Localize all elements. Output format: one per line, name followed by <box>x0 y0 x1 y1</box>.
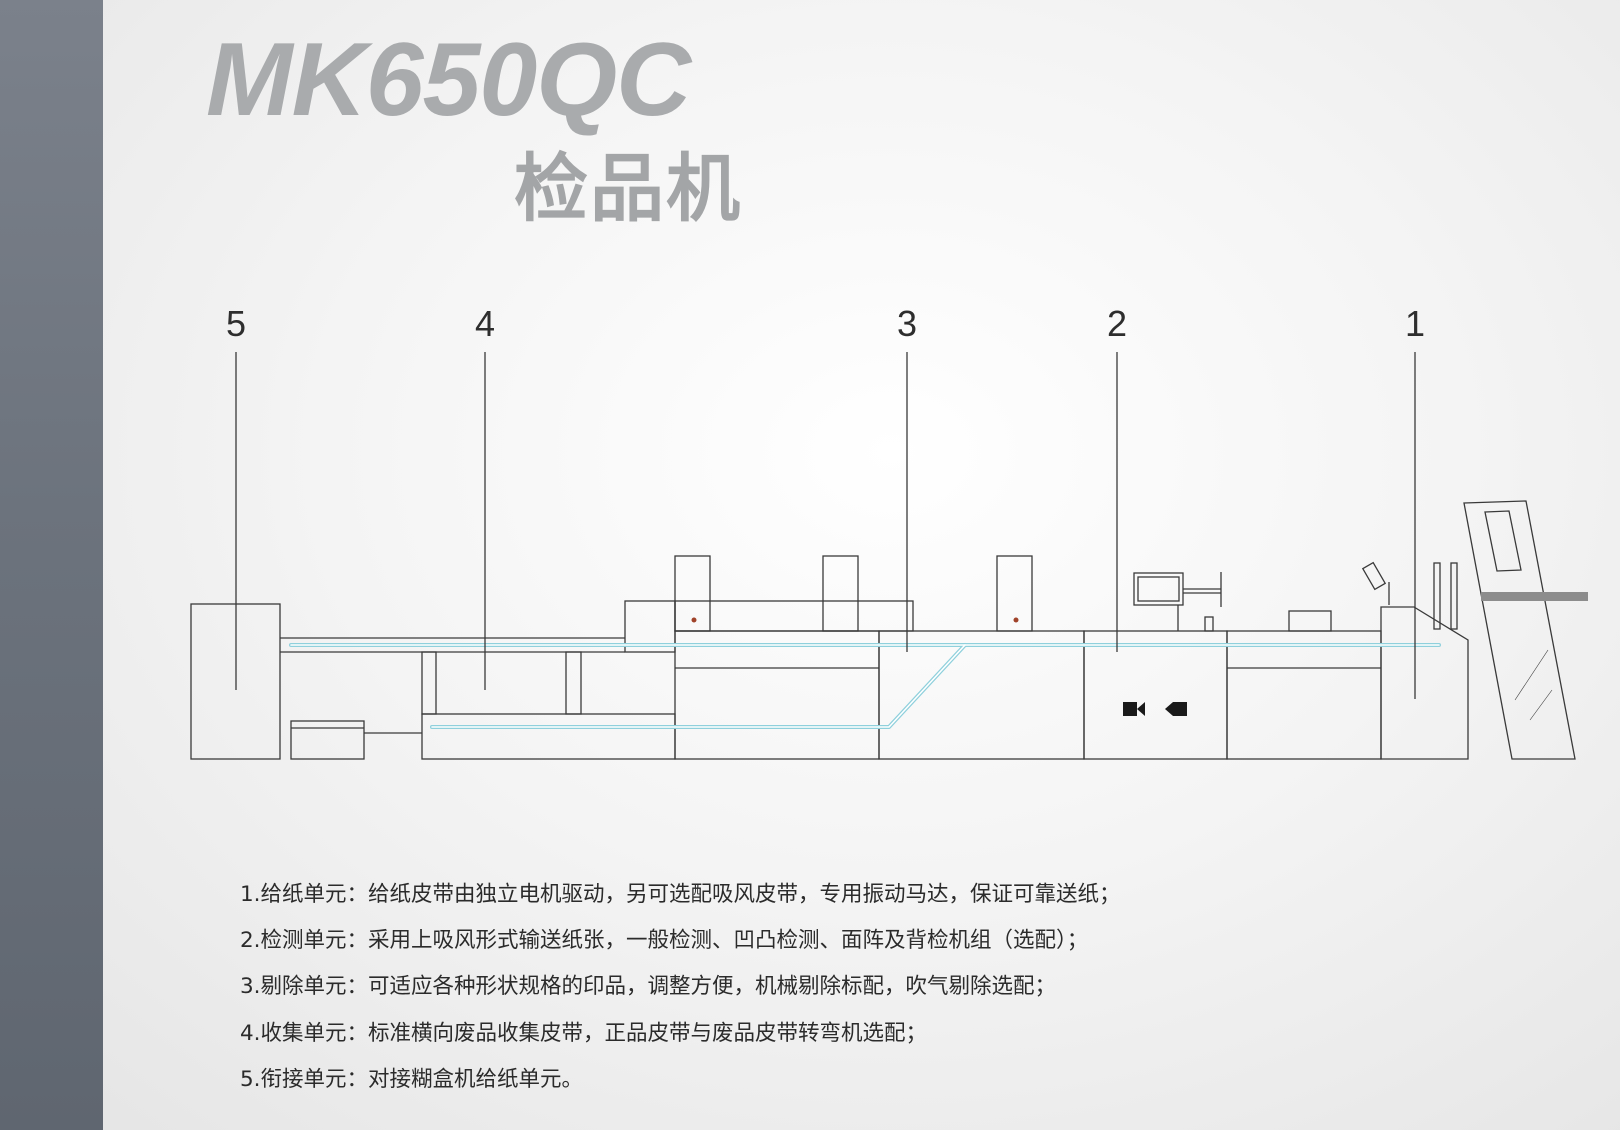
unit-text: 对接糊盒机给纸单元。 <box>368 1066 584 1092</box>
side-bar <box>0 0 103 1130</box>
unit-number: 5. <box>240 1066 261 1092</box>
indicator-lamp <box>691 617 697 623</box>
unit-description-list: 1.给纸单元：给纸皮带由独立电机驱动，另可选配吸风皮带，专用振动马达，保证可靠送… <box>240 872 1121 1103</box>
indicator-lamp <box>1013 617 1019 623</box>
inspection-unit <box>1083 630 1228 760</box>
feeder-side-bar <box>1481 592 1588 601</box>
control-panel <box>1133 572 1184 606</box>
unit-name: 剔除单元： <box>260 974 369 1000</box>
unit-description: 5.衔接单元：对接糊盒机给纸单元。 <box>240 1057 1121 1103</box>
unit-name: 给纸单元： <box>260 882 369 907</box>
unit-number: 4. <box>240 1020 261 1046</box>
unit-number: 1. <box>240 882 261 907</box>
camera-icon <box>1165 702 1187 716</box>
callout-5: 5 <box>225 303 247 344</box>
unit-number: 2. <box>240 928 261 954</box>
product-name: 检品机 <box>514 146 742 232</box>
unit-text: 给纸皮带由独立电机驱动，另可选配吸风皮带，专用振动马达，保证可靠送纸； <box>368 882 1121 907</box>
callout-1: 1 <box>1404 303 1426 344</box>
unit-text: 标准横向废品收集皮带，正品皮带与废品皮带转弯机选配； <box>368 1020 928 1046</box>
unit-name: 检测单元： <box>260 928 369 954</box>
rejection-frame <box>674 630 880 760</box>
callout-4: 4 <box>474 303 496 344</box>
unit-name: 衔接单元： <box>260 1066 369 1092</box>
unit-text: 可适应各种形状规格的印品，调整方便，机械剔除标配，吹气剔除选配； <box>368 974 1057 1000</box>
collection-unit <box>421 713 676 760</box>
callout-3: 3 <box>896 303 918 344</box>
reject-belt <box>430 643 967 729</box>
unit-text: 采用上吸风形式输送纸张，一般检测、凹凸检测、面阵及背检机组（选配）； <box>368 928 1089 954</box>
camera-icon <box>1123 702 1145 716</box>
unit-name: 收集单元： <box>260 1020 369 1046</box>
unit-number: 3. <box>240 974 261 1000</box>
unit-description: 1.给纸单元：给纸皮带由独立电机驱动，另可选配吸风皮带，专用振动马达，保证可靠送… <box>240 872 1121 918</box>
callout-2: 2 <box>1106 303 1128 344</box>
feeder-ramp <box>1463 500 1576 760</box>
unit-description: 4.收集单元：标准横向废品收集皮带，正品皮带与废品皮带转弯机选配； <box>240 1011 1121 1057</box>
model-title: MK650QC <box>206 22 691 138</box>
unit-description: 2.检测单元：采用上吸风形式输送纸张，一般检测、凹凸检测、面阵及背检机组（选配）… <box>240 918 1121 964</box>
feeding-unit <box>1380 606 1469 760</box>
unit-description: 3.剔除单元：可适应各种形状规格的印品，调整方便，机械剔除标配，吹气剔除选配； <box>240 964 1121 1010</box>
connection-base-box <box>290 720 365 760</box>
